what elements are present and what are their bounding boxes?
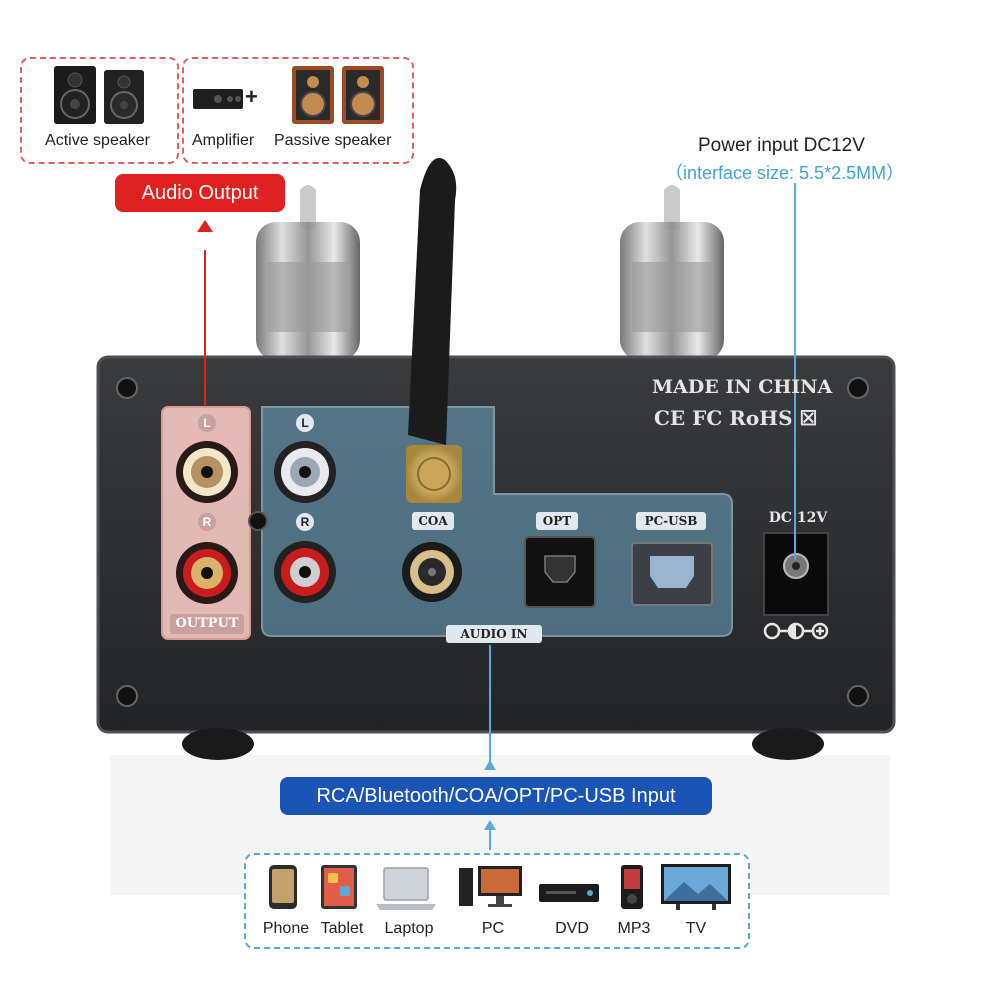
laptop-icon xyxy=(376,867,436,910)
pc-icon xyxy=(459,866,522,907)
device-caption-pc: PC xyxy=(481,920,505,937)
active-speaker-caption: Active speaker xyxy=(45,132,150,149)
plus-sign: + xyxy=(245,84,258,109)
device-caption-tv: TV xyxy=(685,920,707,937)
tablet-icon xyxy=(321,865,357,909)
input-sources-label: RCA/Bluetooth/COA/OPT/PC-USB Input xyxy=(280,777,712,815)
output-right-label: R xyxy=(198,513,216,531)
passive-speaker-icon xyxy=(292,66,384,124)
power-input-title: Power input DC12V xyxy=(698,135,865,156)
device-caption-phone: Phone xyxy=(262,920,310,937)
input-left-label: L xyxy=(296,414,314,432)
amplifier-caption: Amplifier xyxy=(192,132,255,149)
made-in-china-label: MADE IN CHINA xyxy=(652,376,833,398)
device-caption-dvd: DVD xyxy=(555,920,589,937)
dvd-icon xyxy=(539,884,599,902)
coa-label: COA xyxy=(412,512,454,530)
bluetooth-antenna xyxy=(406,158,462,503)
audio-in-label: AUDIO IN xyxy=(446,625,542,643)
tv-icon xyxy=(661,864,731,910)
device-caption-mp3: MP3 xyxy=(617,920,651,937)
device-caption-tablet: Tablet xyxy=(320,920,364,937)
certification-marks: CE FC RoHS ☒ xyxy=(654,406,818,430)
opt-label: OPT xyxy=(536,512,578,530)
pc-usb-label: PC-USB xyxy=(636,512,706,530)
output-label: OUTPUT xyxy=(170,614,244,634)
phone-icon xyxy=(269,865,297,909)
amplifier-icon xyxy=(193,89,243,109)
passive-speaker-caption: Passive speaker xyxy=(274,132,392,149)
input-right-label: R xyxy=(296,513,314,531)
device-caption-laptop: Laptop xyxy=(384,920,434,937)
active-speaker-icon xyxy=(54,66,144,124)
output-left-label: L xyxy=(198,414,216,432)
active-speaker-box xyxy=(20,57,179,164)
power-input-subtitle: （interface size: 5.5*2.5MM） xyxy=(665,163,905,183)
mp3-icon xyxy=(621,865,643,909)
dc-12v-label: DC 12V xyxy=(768,510,828,526)
left-tube xyxy=(256,185,360,360)
right-tube xyxy=(620,185,724,360)
audio-output-label: Audio Output xyxy=(115,174,285,212)
